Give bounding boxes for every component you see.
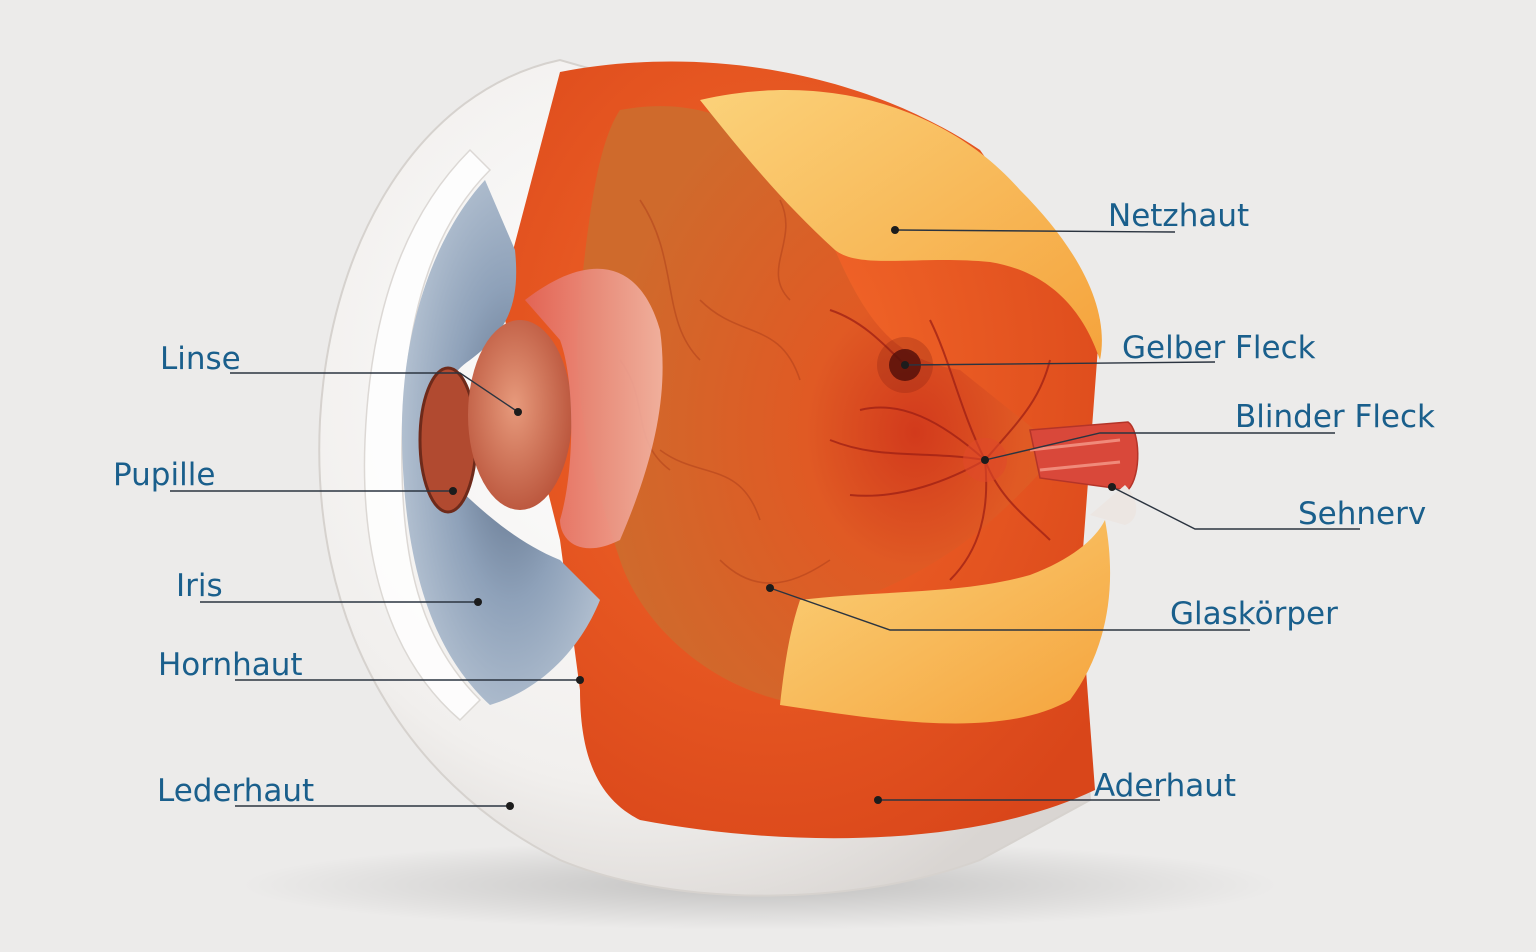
leader-lines [170,226,1360,810]
label-pupille: Pupille [113,457,215,493]
leader-glaskoerper [769,587,1250,631]
retina-lower [780,520,1111,724]
ciliary-body [525,268,663,549]
label-iris: Iris [176,568,223,604]
label-aderhaut: Aderhaut [1094,768,1236,804]
label-gelber-fleck: Gelber Fleck [1122,330,1316,366]
dot-glaskoerper [766,584,774,592]
leader-sehnerv [1111,486,1360,530]
dot-aderhaut [874,796,882,804]
label-glaskoerper: Glaskörper [1170,596,1338,632]
label-lederhaut: Lederhaut [157,773,314,809]
leader-blinder-fleck [984,432,1335,461]
eyeball [318,58,1139,897]
label-netzhaut: Netzhaut [1108,198,1249,234]
cornea [363,148,492,722]
labels: Netzhaut Gelber Fleck Blinder Fleck Sehn… [113,198,1435,809]
dot-linse [514,408,522,416]
dot-netzhaut [891,226,899,234]
label-linse: Linse [160,341,241,377]
dot-blinder-fleck [981,456,989,464]
leader-gelber-fleck [904,361,1216,366]
retina-upper [700,90,1102,361]
leader-netzhaut [894,229,1176,233]
label-blinder-fleck: Blinder Fleck [1235,399,1435,435]
dot-sehnerv [1108,483,1116,491]
leader-linse [230,372,519,413]
dot-iris [474,598,482,606]
dot-hornhaut [576,676,584,684]
label-sehnerv: Sehnerv [1298,496,1426,532]
iris [401,180,600,705]
dot-lederhaut [506,802,514,810]
dot-gelber-fleck [901,361,909,369]
label-hornhaut: Hornhaut [158,647,303,683]
vitreous-body [577,106,1060,700]
dot-pupille [449,487,457,495]
